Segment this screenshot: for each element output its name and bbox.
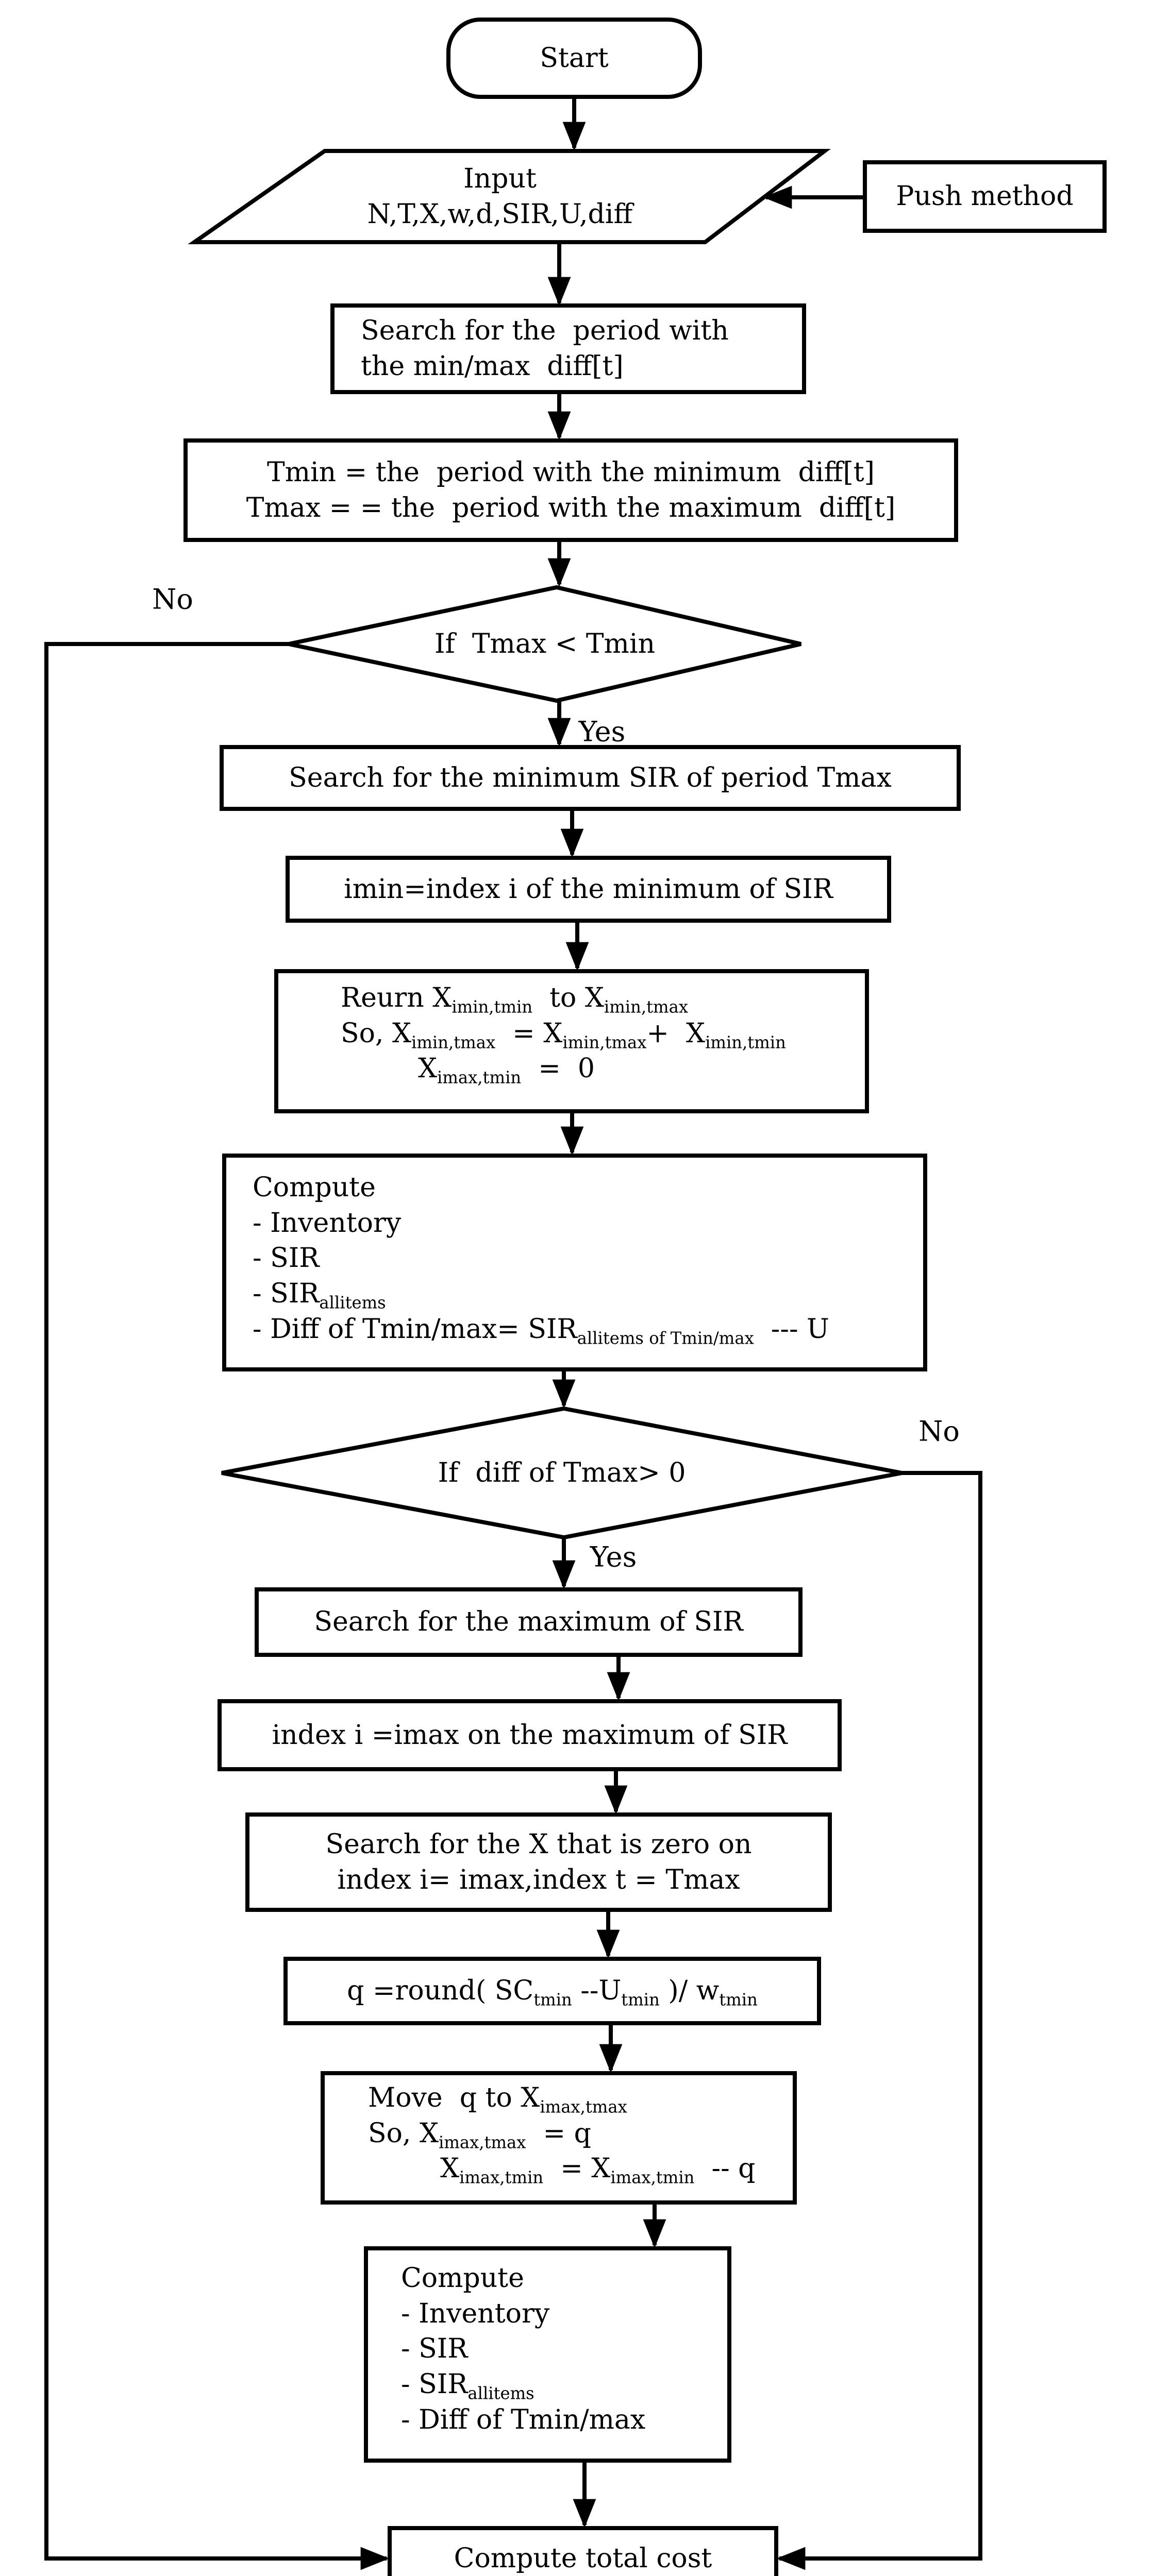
return-x-box-line-0: Reurn Ximin,tmin to Ximin,tmax	[341, 982, 689, 1017]
tmin-tmax-box-line-1: Tmax = = the period with the maximum dif…	[246, 492, 896, 523]
imin-index-box	[286, 856, 891, 923]
subscript: imax,tmin	[437, 1067, 522, 1088]
compute-sir-box-line-0: Compute	[401, 2263, 524, 2294]
return-x-box-line-1: So, Ximin,tmax = Ximin,tmax+ Ximin,tmin	[341, 1018, 786, 1053]
yes-label-1: Yes	[578, 715, 626, 748]
edge-decision2-no-loop	[776, 1471, 982, 2570]
search-max-sir-box	[255, 1587, 803, 1657]
q-round-box-label: q =round( SCtmin --Utmin )/ wtmin	[286, 1959, 819, 2023]
search-min-sir-box-line-0: Search for the minimum SIR of period Tma…	[289, 762, 892, 793]
compute-sir-diff-box	[222, 1154, 927, 1371]
tmax-tmin-decision-label: If Tmax < Tmin	[289, 587, 801, 701]
search-max-sir-box-label: Search for the maximum of SIR	[257, 1589, 800, 1655]
start-node	[446, 18, 702, 99]
subscript: allitems	[319, 1293, 386, 1313]
compute-total-cost-box-label: Compute total cost	[390, 2528, 776, 2576]
move-q-box-line-1: So, Ximax,tmax = q	[368, 2117, 591, 2153]
tmin-tmax-box-label: Tmin = the period with the minimum diff[…	[186, 440, 956, 540]
move-q-box-line-0: Move q to Ximax,tmax	[368, 2082, 627, 2117]
compute-total-cost-box	[388, 2526, 778, 2576]
input-parallelogram-line-0: Input	[463, 163, 537, 195]
compute-sir-diff-box-line-3: - SIRallitems	[253, 1278, 386, 1313]
subscript: imin,tmin	[452, 997, 533, 1017]
compute-sir-diff-box-line-1: - Inventory	[253, 1207, 402, 1239]
input-parallelogram-line-1: N,T,X,w,d,SIR,U,diff	[367, 199, 633, 230]
search-min-sir-box-label: Search for the minimum SIR of period Tma…	[222, 747, 959, 809]
compute-sir-box-line-3: - SIRallitems	[401, 2368, 534, 2403]
move-q-box-line-2: Ximax,tmin = Ximax,tmin -- q	[440, 2153, 756, 2188]
q-round-box	[283, 1957, 821, 2025]
diff-tmax-decision-label: If diff of Tmax> 0	[222, 1409, 902, 1537]
edge-decision1-no-loop	[44, 642, 390, 2570]
compute-sir-diff-box-line-0: Compute	[253, 1172, 376, 1203]
search-max-sir-box-line-0: Search for the maximum of SIR	[314, 1606, 743, 1638]
subscript: tmin	[719, 1990, 758, 2010]
subscript: imin,tmin	[705, 1032, 786, 1053]
compute-sir-box-line-4: - Diff of Tmin/max	[401, 2404, 646, 2435]
move-q-box	[321, 2071, 797, 2205]
compute-sir-diff-box-line-2: - SIR	[253, 1243, 320, 1274]
compute-sir-box-label: Compute - Inventory - SIR- SIRallitems- Di…	[366, 2248, 764, 2473]
compute-sir-box-line-2: - SIR	[401, 2333, 468, 2365]
search-period-box-line-0: Search for the period with	[361, 315, 729, 347]
subscript: allitems	[467, 2383, 534, 2403]
search-x-zero-box	[245, 1812, 832, 1912]
compute-sir-box-line-1: - Inventory	[401, 2298, 550, 2329]
imin-index-box-line-0: imin=index i of the minimum of SIR	[344, 873, 833, 905]
push-method-box	[863, 160, 1107, 233]
tmax-tmin-decision	[288, 585, 801, 703]
start-node-label: Start	[448, 20, 700, 97]
return-x-box-line-2: Ximax,tmin = 0	[418, 1053, 595, 1088]
subscript: imax,tmin	[610, 2167, 695, 2188]
imin-index-box-label: imin=index i of the minimum of SIR	[288, 858, 889, 921]
subscript: imin,tmax	[411, 1032, 496, 1053]
search-period-box-label: Search for the period with the min/max di…	[332, 306, 832, 392]
tmin-tmax-box-line-0: Tmin = the period with the minimum diff[…	[267, 456, 875, 488]
search-x-zero-box-label: Search for the X that is zero on index i=…	[247, 1815, 830, 1910]
tmin-tmax-box	[183, 438, 958, 542]
subscript: tmin	[533, 1990, 572, 2010]
subscript: imax,tmax	[540, 2097, 627, 2117]
compute-total-cost-box-line-0: Compute total cost	[454, 2543, 712, 2574]
subscript: allitems of Tmin/max	[577, 1328, 754, 1348]
index-imax-box-label: index i =imax on the maximum of SIR	[220, 1701, 840, 1769]
q-round-box-line-0: q =round( SCtmin --Utmin )/ wtmin	[347, 1975, 758, 2010]
search-x-zero-box-line-0: Search for the X that is zero on	[325, 1828, 752, 1860]
tmax-tmin-decision-line-0: If Tmax < Tmin	[435, 628, 655, 659]
input-parallelogram	[188, 149, 831, 244]
compute-sir-box	[364, 2246, 731, 2463]
no-label-1: No	[152, 583, 193, 616]
subscript: imin,tmax	[604, 997, 689, 1017]
no-label-2: No	[918, 1415, 960, 1448]
index-imax-box-line-0: index i =imax on the maximum of SIR	[272, 1719, 788, 1751]
subscript: tmin	[621, 1990, 660, 2010]
search-x-zero-box-line-1: index i= imax,index t = Tmax	[337, 1864, 740, 1895]
push-method-box-line-0: Push method	[896, 181, 1074, 212]
index-imax-box	[218, 1699, 842, 1771]
subscript: imax,tmax	[439, 2132, 526, 2153]
yes-label-2: Yes	[590, 1540, 637, 1573]
compute-sir-diff-box-line-4: - Diff of Tmin/max= SIRallitems of Tmin/…	[253, 1313, 829, 1348]
subscript: imin,tmax	[562, 1032, 647, 1053]
diff-tmax-decision-line-0: If diff of Tmax> 0	[438, 1457, 686, 1488]
push-method-box-label: Push method	[865, 162, 1105, 231]
search-period-box-line-1: the min/max diff[t]	[361, 351, 624, 382]
search-min-sir-box	[220, 745, 961, 811]
start-node-line-0: Start	[540, 42, 609, 74]
compute-sir-diff-box-label: Compute - Inventory - SIR - SIRallitems- Di…	[224, 1156, 954, 1384]
subscript: imax,tmin	[459, 2167, 544, 2188]
